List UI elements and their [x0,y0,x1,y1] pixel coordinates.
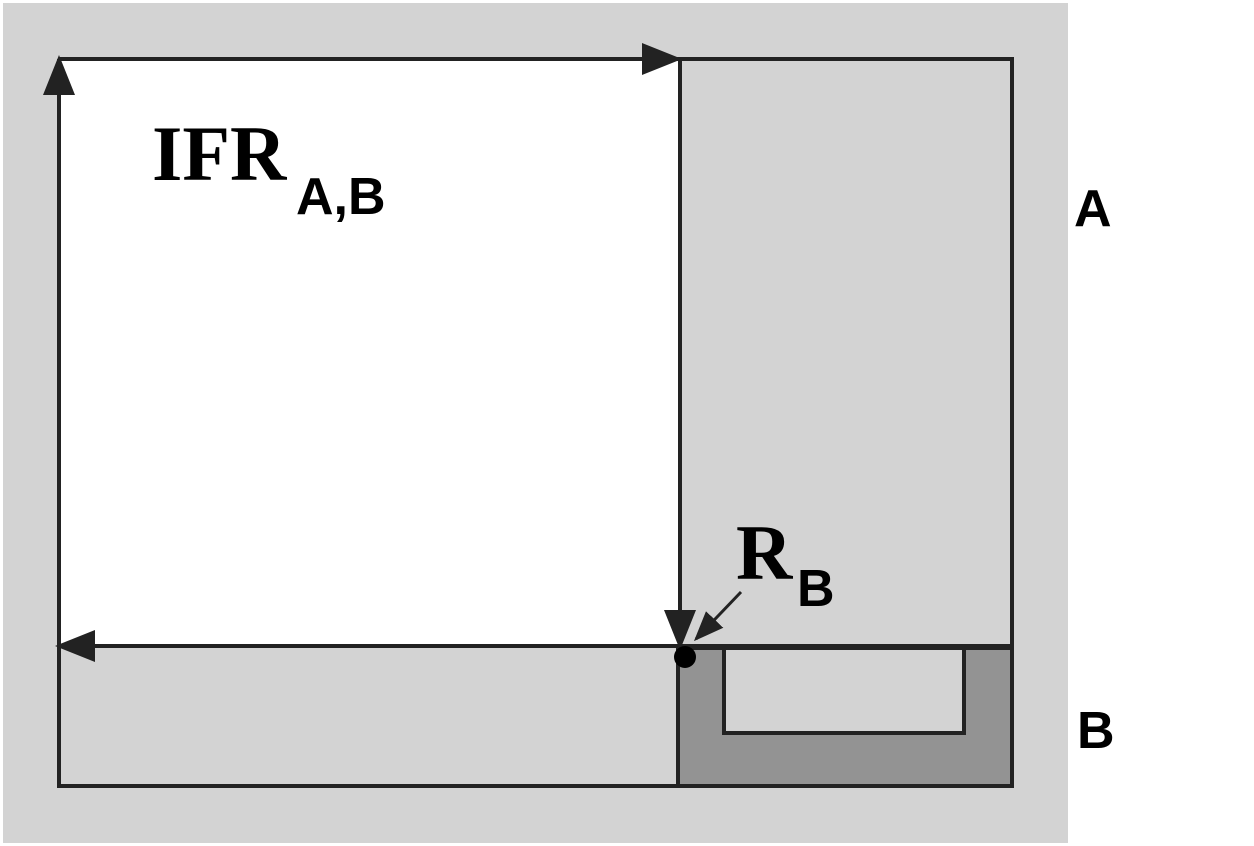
region-a-column [678,57,1014,648]
rb-pointer-arrow [693,590,743,642]
label-rb-main: R [736,509,794,596]
ifr-region [59,59,678,646]
label-rb-subscript: B [797,560,835,618]
label-rb: R B [736,509,835,618]
region-b-left-strip [57,644,680,788]
b-component-u-shape [676,646,1014,788]
label-region-a: A [1074,180,1112,238]
label-region-b: B [1077,702,1115,760]
point-rb [674,646,696,668]
label-ifr-main: IFR [152,110,288,197]
label-ifr-subscript: A,B [296,168,386,226]
label-ifr: IFR A,B [152,110,386,226]
